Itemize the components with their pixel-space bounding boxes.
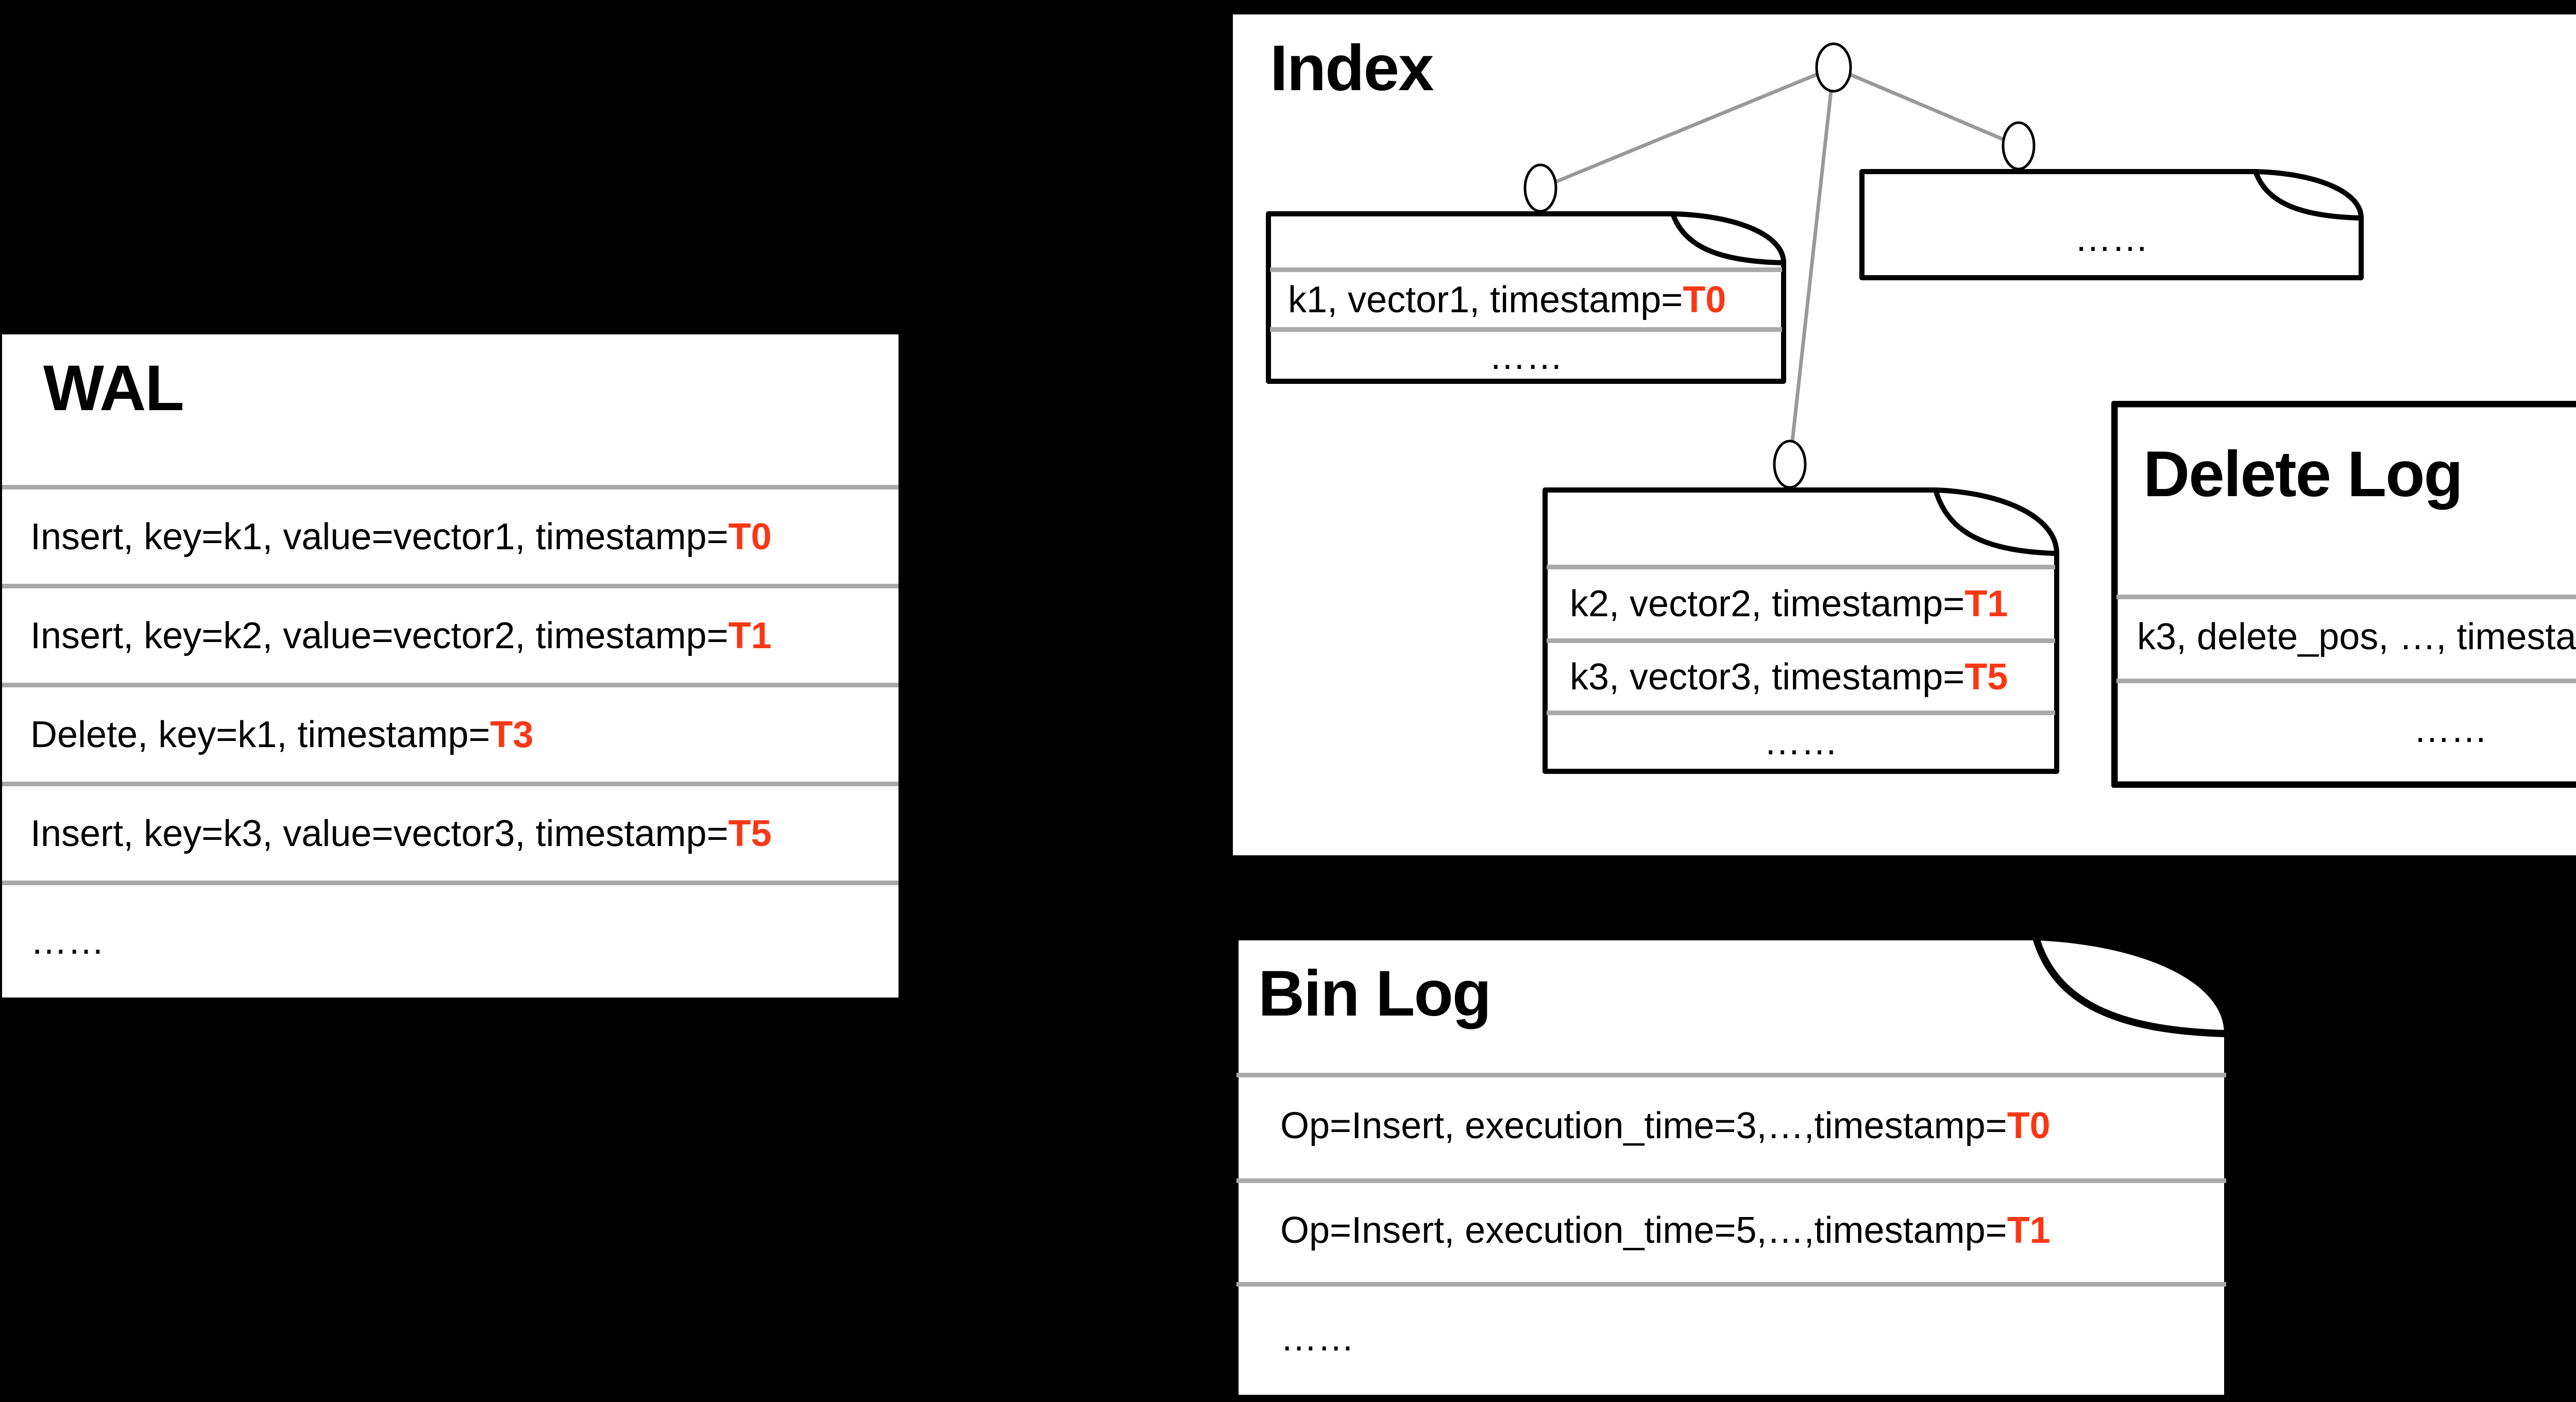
delete-log-row: k3, delete_pos, …, timestamp=T3 bbox=[2116, 599, 2576, 674]
wal-row-divider bbox=[2, 485, 899, 489]
timestamp-value: T0 bbox=[2007, 1105, 2050, 1146]
index-tree bbox=[1523, 42, 2036, 489]
file-outline bbox=[1859, 169, 2364, 280]
tree-node-right bbox=[2002, 121, 2036, 171]
file-outline bbox=[1266, 211, 1786, 384]
segment-file-k2k3: k2, vector2, timestamp=T1 k3, vector3, t… bbox=[1543, 487, 2059, 774]
file-row-divider bbox=[1236, 1073, 2226, 1077]
file-row-text: k2, vector2, timestamp= bbox=[1570, 583, 1965, 624]
wal-row: Insert, key=k3, value=vector3, timestamp… bbox=[2, 786, 899, 881]
wal-row: Insert, key=k1, value=vector1, timestamp… bbox=[2, 489, 899, 584]
file-row-divider bbox=[1236, 1282, 2226, 1287]
ellipsis-text: …… bbox=[2074, 218, 2149, 259]
ellipsis-text: …… bbox=[1764, 721, 1838, 763]
file-dogear-fold bbox=[2032, 933, 2229, 1037]
file-row-divider bbox=[2116, 679, 2576, 683]
file-row-divider bbox=[1270, 327, 1782, 332]
wal-row-divider bbox=[2, 683, 899, 687]
index-panel: Index k1, vector1, timestamp=T0 …… …… bbox=[1233, 14, 2576, 855]
wal-row-text: Insert, key=k2, value=vector2, timestamp… bbox=[30, 615, 728, 656]
timestamp-value: T0 bbox=[1683, 279, 1726, 320]
timestamp-value: T3 bbox=[490, 714, 534, 755]
tree-edge bbox=[1539, 65, 1835, 190]
tree-node-middle bbox=[1773, 440, 1807, 489]
file-row-text: k3, vector3, timestamp= bbox=[1570, 656, 1965, 698]
file-outline bbox=[2111, 401, 2576, 788]
file-row: k2, vector2, timestamp=T1 bbox=[1547, 569, 2055, 638]
segment-file-k1: k1, vector1, timestamp=T0 …… bbox=[1266, 211, 1786, 384]
tree-node-left bbox=[1523, 163, 1557, 213]
timestamp-value: T5 bbox=[1964, 656, 2008, 698]
file-row-ellipsis: …… bbox=[1270, 332, 1782, 381]
wal-row-divider bbox=[2, 782, 899, 786]
index-title: Index bbox=[1270, 32, 1434, 104]
wal-row-divider bbox=[2, 881, 899, 885]
ellipsis-text: …… bbox=[2413, 709, 2488, 750]
wal-title: WAL bbox=[43, 352, 184, 424]
ellipsis-text: …… bbox=[1280, 1317, 1354, 1359]
bin-log-title: Bin Log bbox=[1258, 958, 1492, 1029]
delete-log-box: Delete Log k3, delete_pos, …, timestamp=… bbox=[2111, 401, 2576, 788]
bin-log-row: Op=Insert, execution_time=5,…,timestamp=… bbox=[1236, 1183, 2226, 1277]
timestamp-value: T1 bbox=[728, 615, 772, 656]
timestamp-value: T1 bbox=[2007, 1209, 2050, 1251]
wal-panel: WAL Insert, key=k1, value=vector1, times… bbox=[2, 334, 899, 998]
file-outline bbox=[1543, 487, 2059, 774]
timestamp-value: T1 bbox=[1964, 583, 2008, 624]
delete-log-row-ellipsis: …… bbox=[2116, 683, 2576, 776]
ellipsis-text: …… bbox=[1489, 335, 1563, 377]
tree-node-root bbox=[1815, 42, 1852, 93]
file-row-divider bbox=[1547, 638, 2055, 643]
file-dogear-fold bbox=[2253, 169, 2362, 221]
delete-log-title: Delete Log bbox=[2143, 438, 2463, 510]
wal-row-ellipsis: …… bbox=[2, 885, 899, 998]
bin-log-row: Op=Insert, execution_time=3,…,timestamp=… bbox=[1236, 1077, 2226, 1174]
wal-row-text: Insert, key=k3, value=vector3, timestamp… bbox=[30, 813, 728, 854]
wal-row-text: Delete, key=k1, timestamp= bbox=[30, 714, 490, 755]
timestamp-value: T5 bbox=[728, 813, 772, 854]
wal-row: Insert, key=k2, value=vector2, timestamp… bbox=[2, 588, 899, 683]
ellipsis-text: …… bbox=[30, 921, 105, 962]
bin-log-row-text: Op=Insert, execution_time=3,…,timestamp= bbox=[1280, 1105, 2007, 1146]
bin-log-row-ellipsis: …… bbox=[1236, 1287, 2226, 1390]
tree-edge bbox=[1833, 65, 2020, 148]
file-row-divider bbox=[1236, 1178, 2226, 1183]
segment-file-more: …… bbox=[1859, 169, 2364, 280]
file-row: k1, vector1, timestamp=T0 bbox=[1270, 272, 1782, 327]
bin-log-row-text: Op=Insert, execution_time=5,…,timestamp= bbox=[1280, 1209, 2007, 1251]
wal-row-text: Insert, key=k1, value=vector1, timestamp… bbox=[30, 516, 728, 558]
file-row-divider bbox=[1547, 711, 2055, 715]
file-row: k3, vector3, timestamp=T5 bbox=[1547, 643, 2055, 711]
file-dogear-fold bbox=[1933, 487, 2058, 556]
bin-log-box: Bin Log Op=Insert, execution_time=3,…,ti… bbox=[1231, 933, 2231, 1402]
file-row-divider bbox=[1270, 267, 1782, 272]
delete-log-row-text: k3, delete_pos, …, timestamp= bbox=[2137, 616, 2576, 657]
tree-edge bbox=[1788, 67, 1836, 465]
wal-row: Delete, key=k1, timestamp=T3 bbox=[2, 687, 899, 782]
timestamp-value: T0 bbox=[728, 516, 772, 558]
wal-row-divider bbox=[2, 584, 899, 588]
file-row-text: k1, vector1, timestamp= bbox=[1288, 279, 1683, 320]
file-dogear-fold bbox=[1670, 211, 1785, 265]
file-row-divider bbox=[1547, 565, 2055, 569]
file-page-shape bbox=[2111, 401, 2576, 788]
file-row-ellipsis: …… bbox=[1863, 200, 2360, 277]
file-row-ellipsis: …… bbox=[1547, 715, 2055, 769]
file-row-divider bbox=[2116, 595, 2576, 599]
